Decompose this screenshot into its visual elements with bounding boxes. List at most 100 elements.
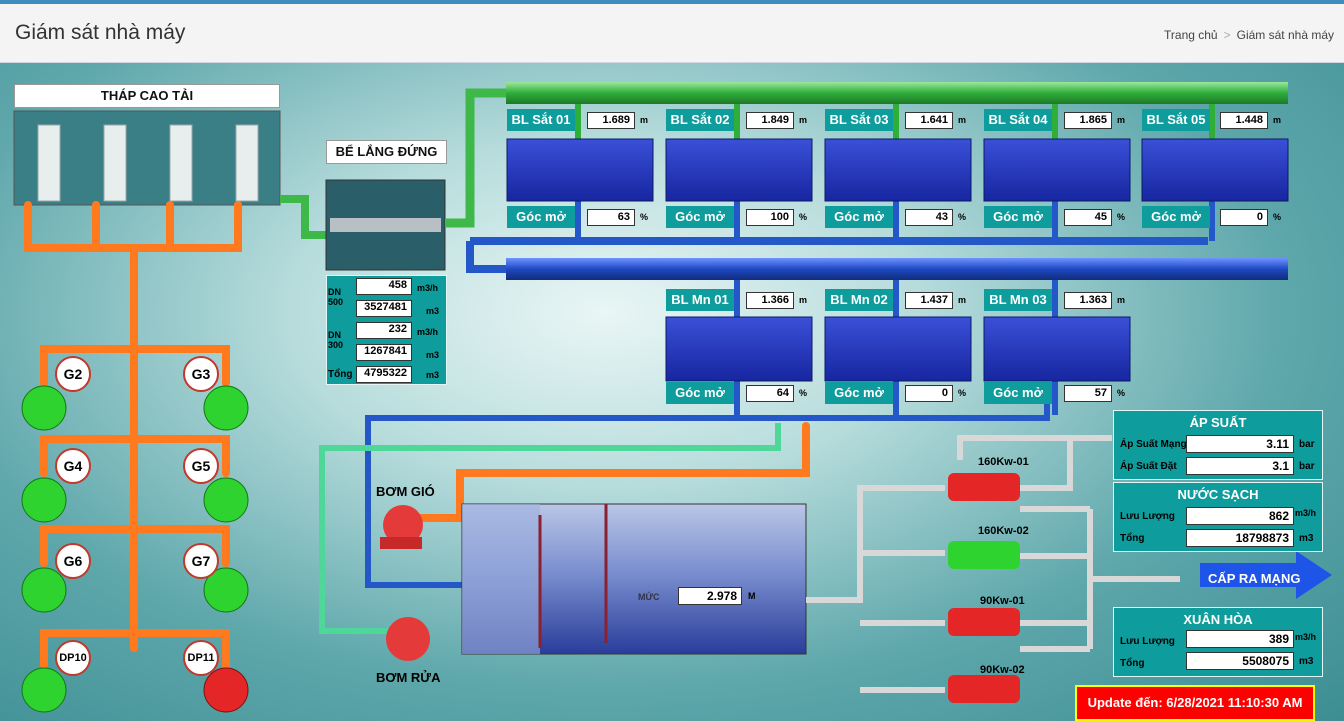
filter-open-fe04: 45 (1064, 209, 1112, 226)
pressure-set-value: 3.1 (1186, 457, 1294, 475)
pressure-net-unit: bar (1299, 439, 1315, 450)
pump-label-90kw-01: 90Kw-01 (980, 595, 1025, 607)
filter-open-label-fe02: Góc mở (666, 206, 734, 228)
dn500-flow-value: 458 (356, 278, 412, 295)
pressure-set-unit: bar (1299, 461, 1315, 472)
filter-open-fe05: 0 (1220, 209, 1268, 226)
pump-g6[interactable]: G6 (55, 543, 91, 579)
sum-total-value: 4795322 (356, 366, 412, 383)
filter-label-mn01: BL Mn 01 (666, 289, 734, 311)
filter-open-fe01: 63 (587, 209, 635, 226)
clean-water-title: NƯỚC SẠCH (1177, 487, 1259, 502)
filter-label-fe04: BL Sắt 04 (984, 109, 1052, 131)
pump-label-160kw-02: 160Kw-02 (978, 525, 1029, 537)
filter-open-label-fe03: Góc mở (825, 206, 893, 228)
tank-level-value: 2.978 (678, 587, 742, 605)
dn500-label: DN 500 (328, 287, 344, 307)
filter-open-label-mn01: Góc mở (666, 382, 734, 404)
filter-open-unit-fe05: % (1273, 212, 1282, 222)
pressure-set-label: Áp Suất Đặt (1120, 461, 1177, 472)
pressure-panel: ÁP SUẤT Áp Suất Mạng 3.11 bar Áp Suất Đặ… (1113, 410, 1323, 480)
dn300-label: DN 300 (328, 330, 344, 350)
filter-unit-fe05: m (1273, 115, 1282, 125)
filter-unit-fe04: m (1117, 115, 1126, 125)
filter-open-mn02: 0 (905, 385, 953, 402)
xuan-hoa-panel: XUÂN HÒA Lưu Lượng 389 m3/h Tổng 5508075… (1113, 607, 1323, 677)
pump-dp10[interactable]: DP10 (55, 640, 91, 676)
filter-level-fe02: 1.849 (746, 112, 794, 129)
filter-unit-fe03: m (958, 115, 967, 125)
filter-open-label-mn02: Góc mở (825, 382, 893, 404)
filter-open-label-fe01: Góc mở (507, 206, 575, 228)
filter-level-fe01: 1.689 (587, 112, 635, 129)
filter-label-fe02: BL Sắt 02 (666, 109, 734, 131)
filter-unit-fe01: m (640, 115, 649, 125)
filter-unit-mn02: m (958, 295, 967, 305)
filter-unit-mn03: m (1117, 295, 1126, 305)
filter-open-unit-mn02: % (958, 388, 967, 398)
filter-level-fe03: 1.641 (905, 112, 953, 129)
filter-open-unit-mn01: % (799, 388, 808, 398)
clean-water-flow-unit: m3/h (1295, 508, 1317, 518)
filter-label-fe05: BL Sắt 05 (1142, 109, 1210, 131)
pressure-net-value: 3.11 (1186, 435, 1294, 453)
settling-title: BỂ LẮNG ĐỨNG (326, 140, 447, 164)
filter-open-unit-fe01: % (640, 212, 649, 222)
pressure-title: ÁP SUẤT (1189, 415, 1247, 430)
filter-open-unit-fe03: % (958, 212, 967, 222)
tower-title: THÁP CAO TẢI (14, 84, 280, 108)
filter-unit-mn01: m (799, 295, 808, 305)
clean-water-total-unit: m3 (1299, 533, 1314, 544)
pump-g5[interactable]: G5 (183, 448, 219, 484)
filter-level-mn02: 1.437 (905, 292, 953, 309)
pump-g7[interactable]: G7 (183, 543, 219, 579)
filter-open-unit-fe02: % (799, 212, 808, 222)
filter-open-label-fe04: Góc mở (984, 206, 1052, 228)
pump-g3[interactable]: G3 (183, 356, 219, 392)
filter-open-label-fe05: Góc mở (1142, 206, 1210, 228)
clean-water-total-value: 18798873 (1186, 529, 1294, 547)
breadcrumb: Trang chủ>Giám sát nhà máy (1164, 28, 1334, 42)
filter-label-fe01: BL Sắt 01 (507, 109, 575, 131)
clean-water-flow-label: Lưu Lượng (1120, 511, 1175, 522)
top-accent-bar (0, 0, 1344, 4)
clean-water-flow-value: 862 (1186, 507, 1294, 525)
filter-open-fe02: 100 (746, 209, 794, 226)
filter-label-fe03: BL Sắt 03 (825, 109, 893, 131)
tank-level-unit: M (748, 591, 756, 601)
filter-open-unit-fe04: % (1117, 212, 1126, 222)
pump-g2[interactable]: G2 (55, 356, 91, 392)
xuan-hoa-total-unit: m3 (1299, 656, 1314, 667)
xuan-hoa-flow-unit: m3/h (1295, 632, 1317, 642)
sum-label: Tổng (328, 369, 353, 380)
dn500-total-value: 3527481 (356, 300, 412, 317)
pressure-net-label: Áp Suất Mạng (1120, 439, 1187, 450)
breadcrumb-home-link[interactable]: Trang chủ (1164, 28, 1218, 42)
filter-level-fe04: 1.865 (1064, 112, 1112, 129)
breadcrumb-current: Giám sát nhà máy (1236, 28, 1334, 42)
update-timestamp: Update đến: 6/28/2021 11:10:30 AM (1075, 685, 1315, 721)
blower-label: BƠM GIÓ (376, 484, 435, 499)
dn500-flow-unit: m3/h (417, 283, 439, 293)
filter-open-mn01: 64 (746, 385, 794, 402)
filter-level-fe05: 1.448 (1220, 112, 1268, 129)
dn500-total-unit: m3 (426, 306, 440, 316)
xuan-hoa-title: XUÂN HÒA (1183, 612, 1253, 627)
scada-diagram: THÁP CAO TẢI BỂ LẮNG ĐỨNG DN 500 458 m3/… (0, 63, 1344, 721)
pump-g4[interactable]: G4 (55, 448, 91, 484)
dn300-flow-unit: m3/h (417, 327, 439, 337)
pump-label-90kw-02: 90Kw-02 (980, 664, 1025, 676)
page-header: Giám sát nhà máy Trang chủ>Giám sát nhà … (0, 4, 1344, 63)
xuan-hoa-flow-label: Lưu Lượng (1120, 636, 1175, 647)
clean-water-panel: NƯỚC SẠCH Lưu Lượng 862 m3/h Tổng 187988… (1113, 482, 1323, 552)
page-title: Giám sát nhà máy (15, 21, 186, 44)
xuan-hoa-flow-value: 389 (1186, 630, 1294, 648)
pipe-network (13, 82, 1332, 713)
xuan-hoa-total-label: Tổng (1120, 658, 1145, 669)
filter-level-mn03: 1.363 (1064, 292, 1112, 309)
filter-open-fe03: 43 (905, 209, 953, 226)
pump-dp11[interactable]: DP11 (183, 640, 219, 676)
pump-label-160kw-01: 160Kw-01 (978, 456, 1029, 468)
outlet-label: CẤP RA MẠNG (1208, 571, 1301, 586)
filter-open-unit-mn03: % (1117, 388, 1126, 398)
